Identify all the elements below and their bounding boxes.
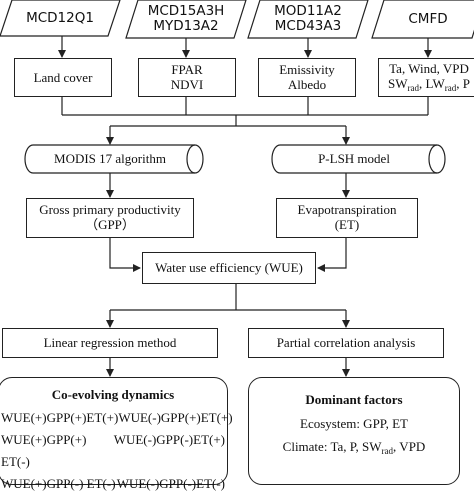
arrow-gpp-wue xyxy=(109,238,141,272)
source-label-line1: MOD11A2 xyxy=(274,2,342,19)
model-label: P-LSH model xyxy=(318,151,390,166)
output-et: Evapotranspiration (ET) xyxy=(276,198,418,238)
variable-label-line2: NDVI xyxy=(170,76,204,92)
variable-cmfd-forcing: Ta, Wind, VPD SWrad, LWrad, P xyxy=(378,58,474,97)
coevolving-grid: WUE(+)GPP(+)ET(+) WUE(-)GPP(+)ET(+) WUE(… xyxy=(0,407,233,495)
model-modis17: MODIS 17 algorithm xyxy=(30,145,190,173)
variable-label-line2: SWrad, LWrad, P xyxy=(388,75,470,93)
source-mod11a2-mcd43a3: MOD11A2 MCD43A3 xyxy=(252,0,364,38)
source-label: CMFD xyxy=(408,11,448,27)
variable-label-line1: Ta, Wind, VPD xyxy=(389,61,469,77)
arrow-et-wue xyxy=(317,238,347,272)
sw-label: SW xyxy=(388,75,408,91)
source-label: MCD12Q1 xyxy=(26,10,94,26)
coevolving-row: WUE(+)GPP(+)ET(+) WUE(-)GPP(+)ET(+) xyxy=(0,407,233,429)
sw-subscript: rad xyxy=(407,82,420,93)
output-label-line2: （GPP） xyxy=(85,217,135,232)
connector-layer xyxy=(0,0,474,377)
model-plsh: P-LSH model xyxy=(275,145,433,173)
source-cmfd: CMFD xyxy=(378,0,474,38)
model-label: MODIS 17 algorithm xyxy=(54,151,166,166)
climate-suffix: , VPD xyxy=(393,439,426,454)
wue-box: Water use efficiency (WUE) xyxy=(142,252,316,284)
variable-fpar-ndvi: FPAR NDVI xyxy=(138,58,236,97)
method-linear-regression: Linear regression method xyxy=(2,328,218,358)
method-label: Partial correlation analysis xyxy=(276,335,416,350)
output-label-line1: Evapotranspiration xyxy=(297,202,397,218)
variable-emissivity-albedo: Emissivity Albedo xyxy=(258,58,356,97)
variable-label-line2: Albedo xyxy=(287,76,327,92)
dominant-title: Dominant factors xyxy=(305,392,403,407)
variable-label-line1: FPAR xyxy=(171,61,203,77)
coevolving-item: WUE(+)GPP(+)ET(+) xyxy=(1,410,119,425)
source-shape-cmfd xyxy=(371,0,474,39)
coevolving-item: WUE(+)GPP(-) ET(-) xyxy=(1,476,116,491)
climate-prefix: Climate: Ta, P, SW xyxy=(282,439,382,454)
coevolving-title: Co-evolving dynamics xyxy=(51,387,175,402)
output-label-line1: Gross primary productivity xyxy=(39,202,181,218)
wue-label: Water use efficiency (WUE) xyxy=(155,260,303,275)
method-label: Linear regression method xyxy=(43,335,177,350)
variable-land-cover: Land cover xyxy=(14,58,112,97)
dominant-ecosystem: Ecosystem: GPP, ET xyxy=(300,416,408,431)
output-gpp: Gross primary productivity （GPP） xyxy=(26,198,194,238)
coevolving-item: WUE(-)GPP(-)ET(-) xyxy=(116,476,225,491)
coevolving-row: WUE(+)GPP(-) ET(-) WUE(-)GPP(-)ET(-) xyxy=(0,473,227,495)
output-label-line2: (ET) xyxy=(334,217,360,232)
coevolving-panel: Co-evolving dynamics WUE(+)GPP(+)ET(+) W… xyxy=(0,377,233,491)
source-shape-mcd15a3h xyxy=(125,0,247,39)
lw-label: LW xyxy=(425,75,445,91)
variable-label-line1: Emissivity xyxy=(279,61,335,77)
dominant-panel: Dominant factors Ecosystem: GPP, ET Clim… xyxy=(248,377,460,485)
source-label-line1: MCD15A3H xyxy=(147,2,225,19)
source-label-line2: MCD43A3 xyxy=(274,18,342,34)
coevolving-item: WUE(-)GPP(-)ET(+) xyxy=(113,432,225,447)
variable-label: Land cover xyxy=(33,69,93,85)
climate-subscript: rad xyxy=(381,446,394,456)
source-mcd15a3h-myd13a2: MCD15A3H MYD13A2 xyxy=(130,0,242,38)
source-shape-mcd12q1 xyxy=(0,0,121,37)
dominant-climate: Climate: Ta, P, SWrad, VPD xyxy=(249,439,459,456)
source-label-line2: MYD13A2 xyxy=(153,18,219,34)
coevolving-row: WUE(+)GPP(+) ET(-) WUE(-)GPP(-)ET(+) xyxy=(0,429,227,473)
p-label: , P xyxy=(456,75,470,91)
lw-subscript: rad xyxy=(444,82,457,93)
source-mcd12q1: MCD12Q1 xyxy=(4,0,116,36)
source-shape-mod11a2 xyxy=(247,0,369,39)
coevolving-item: WUE(-)GPP(+)ET(+) xyxy=(118,410,233,425)
method-partial-correlation: Partial correlation analysis xyxy=(248,328,444,358)
coevolving-item: WUE(+)GPP(+) ET(-) xyxy=(1,432,87,469)
